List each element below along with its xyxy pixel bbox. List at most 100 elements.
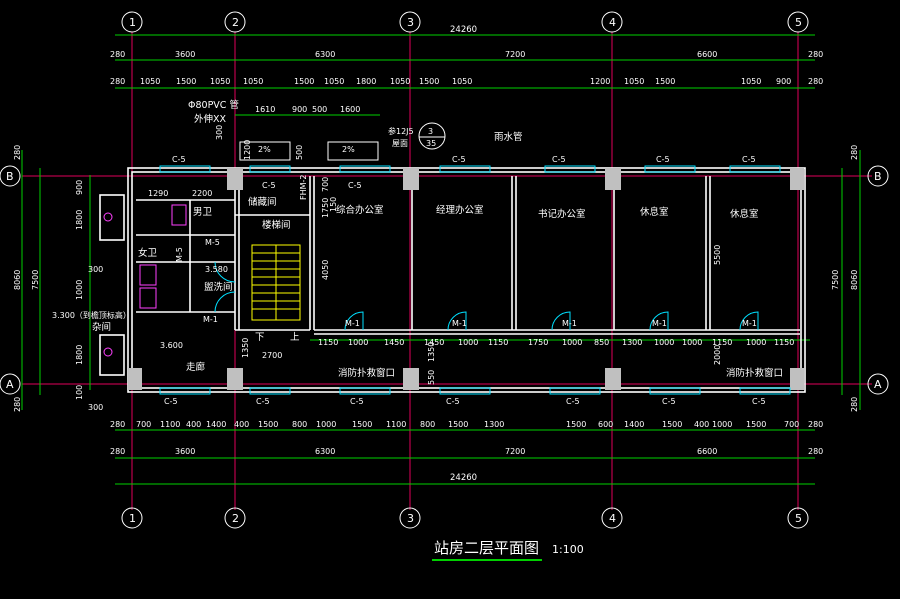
dim-left-small-1: 900 — [75, 180, 84, 195]
dim-bottom-detail-3: 400 — [186, 420, 201, 429]
dim-bottom-detail-1: 700 — [136, 420, 151, 429]
dim-stair-top-1: 1610 — [255, 105, 275, 114]
dim-stair-top-3: 500 — [312, 105, 327, 114]
door-tag-4: M-1 — [652, 319, 667, 328]
note-ref: 参12J5 — [388, 126, 414, 136]
dim-bottom-detail-4: 1400 — [206, 420, 226, 429]
dim-bottom-detail-13: 1300 — [484, 420, 504, 429]
dim-door-row-4: 1450 — [424, 338, 444, 347]
dim-left-outer-top: 280 — [13, 145, 22, 160]
doors — [214, 261, 759, 331]
window-tag-2: C-5 — [262, 181, 276, 190]
dim-end-detail-top-right: 280 — [808, 77, 823, 86]
note-circle-top: 3 — [428, 127, 433, 136]
window-tag-7: C-5 — [742, 155, 756, 164]
window-tag-8: C-5 — [164, 397, 178, 406]
dim-axis-bottom-3: 7200 — [505, 447, 525, 456]
dim-slope-1: 2% — [258, 145, 271, 154]
dim-right-inner: 7500 — [831, 270, 840, 290]
dim-top-detail-6: 1050 — [324, 77, 344, 86]
drawing-scale: 1:100 — [552, 543, 584, 556]
dim-misc-550: 550 — [427, 370, 436, 385]
dim-axis-bottom-4: 6600 — [697, 447, 717, 456]
room-men-toilet: 男卫 — [193, 207, 213, 218]
note-elev-3: 3.600 — [160, 341, 183, 350]
dim-bottom-detail-20: 1500 — [746, 420, 766, 429]
door-tag-7: M-5 — [205, 238, 220, 247]
dimension-lines — [21, 34, 861, 485]
dim-door-row-2: 1000 — [348, 338, 368, 347]
dim-door-row-12: 1000 — [682, 338, 702, 347]
dim-end-detail-bottom-left: 280 — [110, 420, 125, 429]
note-rain-pipe: 雨水管 — [494, 131, 523, 143]
dim-misc-150: 150 — [329, 197, 338, 212]
window-tag-9: C-5 — [256, 397, 270, 406]
grid-col-5-bottom: 5 — [795, 512, 802, 525]
annotations: Φ80PVC 管 外伸XX 雨水管 参12J5 屋面 3 35 3.580 3.… — [52, 99, 523, 350]
dim-misc-2700: 2700 — [262, 351, 282, 360]
dim-door-row-1: 1150 — [318, 338, 338, 347]
room-corridor: 走廊 — [186, 361, 206, 373]
grid-row-b-right: B — [874, 170, 882, 183]
window-tag-1: C-5 — [172, 155, 186, 164]
dim-bottom-detail-19: 1000 — [712, 420, 732, 429]
dim-top-detail-12: 1050 — [624, 77, 644, 86]
dim-right-outer-bottom: 280 — [850, 397, 859, 412]
dim-bottom-detail-16: 1400 — [624, 420, 644, 429]
grid-row-a-left: A — [6, 378, 14, 391]
dim-door-row-6: 1150 — [488, 338, 508, 347]
dim-door-row-11: 1000 — [654, 338, 674, 347]
dim-door-row-14: 1000 — [746, 338, 766, 347]
dim-top-detail-10: 1050 — [452, 77, 472, 86]
room-manager-office: 经理办公室 — [436, 204, 484, 216]
dim-top-detail-13: 1500 — [655, 77, 675, 86]
dim-bottom-detail-21: 700 — [784, 420, 799, 429]
dim-misc-1350b: 1350 — [427, 342, 436, 362]
dim-misc-5500: 5500 — [713, 245, 722, 265]
dim-misc-2000: 2000 — [713, 345, 722, 365]
dim-left-small-4: 1000 — [75, 280, 84, 300]
dim-bottom-detail-10: 1100 — [386, 420, 406, 429]
dim-left-outer-bottom: 280 — [13, 397, 22, 412]
dim-end-detail-top-left: 280 — [110, 77, 125, 86]
grid-col-1-bottom: 1 — [129, 512, 136, 525]
dim-misc-1290: 1290 — [148, 189, 168, 198]
dim-bottom-detail-18: 400 — [694, 420, 709, 429]
drawing-title: 站房二层平面图 — [434, 539, 539, 557]
door-tag-5: M-1 — [742, 319, 757, 328]
structural-columns — [128, 168, 804, 390]
dimension-texts: 24260 24260 280 280 3600 6300 7200 6600 … — [13, 25, 859, 483]
dim-door-row-10: 1300 — [622, 338, 642, 347]
dim-misc-1200: 1200 — [243, 140, 252, 160]
dim-misc-300: 300 — [215, 125, 224, 140]
note-circle-bottom: 35 — [426, 139, 436, 148]
dim-top-detail-5: 1500 — [294, 77, 314, 86]
note-elev-2: 3.300（到檐顶标高） — [52, 310, 131, 320]
dim-top-detail-1: 1050 — [140, 77, 160, 86]
dim-slope-2: 2% — [342, 145, 355, 154]
dim-left-inner: 7500 — [31, 270, 40, 290]
dim-axis-top-4: 6600 — [697, 50, 717, 59]
dim-axis-bottom-2: 6300 — [315, 447, 335, 456]
room-laundry: 盥洗间 — [204, 281, 233, 293]
dim-bottom-detail-17: 1500 — [662, 420, 682, 429]
grid-col-3-bottom: 3 — [407, 512, 414, 525]
dim-top-detail-15: 900 — [776, 77, 791, 86]
dim-misc-500: 500 — [295, 145, 304, 160]
dim-right-outer: 8060 — [850, 270, 859, 290]
grid-col-4-bottom: 4 — [609, 512, 616, 525]
note-elev-1: 3.580 — [205, 265, 228, 274]
room-stairwell: 楼梯间 — [262, 219, 291, 231]
dim-misc-4050: 4050 — [321, 260, 330, 280]
door-tags: M-1 M-1 M-1 M-1 M-1 M-1 M-5 M-5 — [175, 238, 757, 328]
door-tag-1: M-1 — [345, 319, 360, 328]
dim-bottom-detail-12: 1500 — [448, 420, 468, 429]
dim-top-detail-11: 1200 — [590, 77, 610, 86]
dim-left-outer: 8060 — [13, 270, 22, 290]
dim-axis-top-1: 3600 — [175, 50, 195, 59]
dim-bottom-detail-5: 400 — [234, 420, 249, 429]
dim-bottom-detail-8: 1000 — [316, 420, 336, 429]
dim-misc-1750: 1750 — [321, 198, 330, 218]
window-tag-11: C-5 — [446, 397, 460, 406]
room-storage: 储藏间 — [248, 196, 277, 208]
